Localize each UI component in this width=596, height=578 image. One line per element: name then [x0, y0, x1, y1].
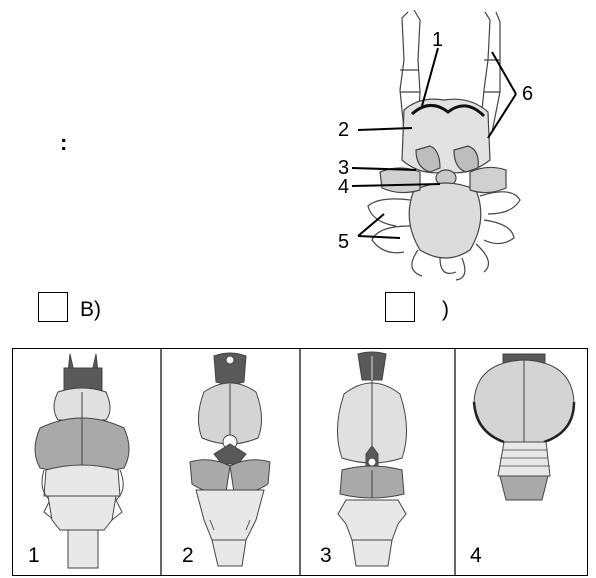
- brain-2: [190, 353, 270, 566]
- brain-1: [35, 354, 129, 568]
- panel-number-4: 4: [470, 544, 482, 567]
- panel-number-2: 2: [182, 544, 194, 567]
- brain-3: [337, 352, 406, 566]
- brain-4: [474, 354, 574, 500]
- panel-number-3: 3: [320, 544, 332, 567]
- panel-number-1: 1: [28, 544, 40, 567]
